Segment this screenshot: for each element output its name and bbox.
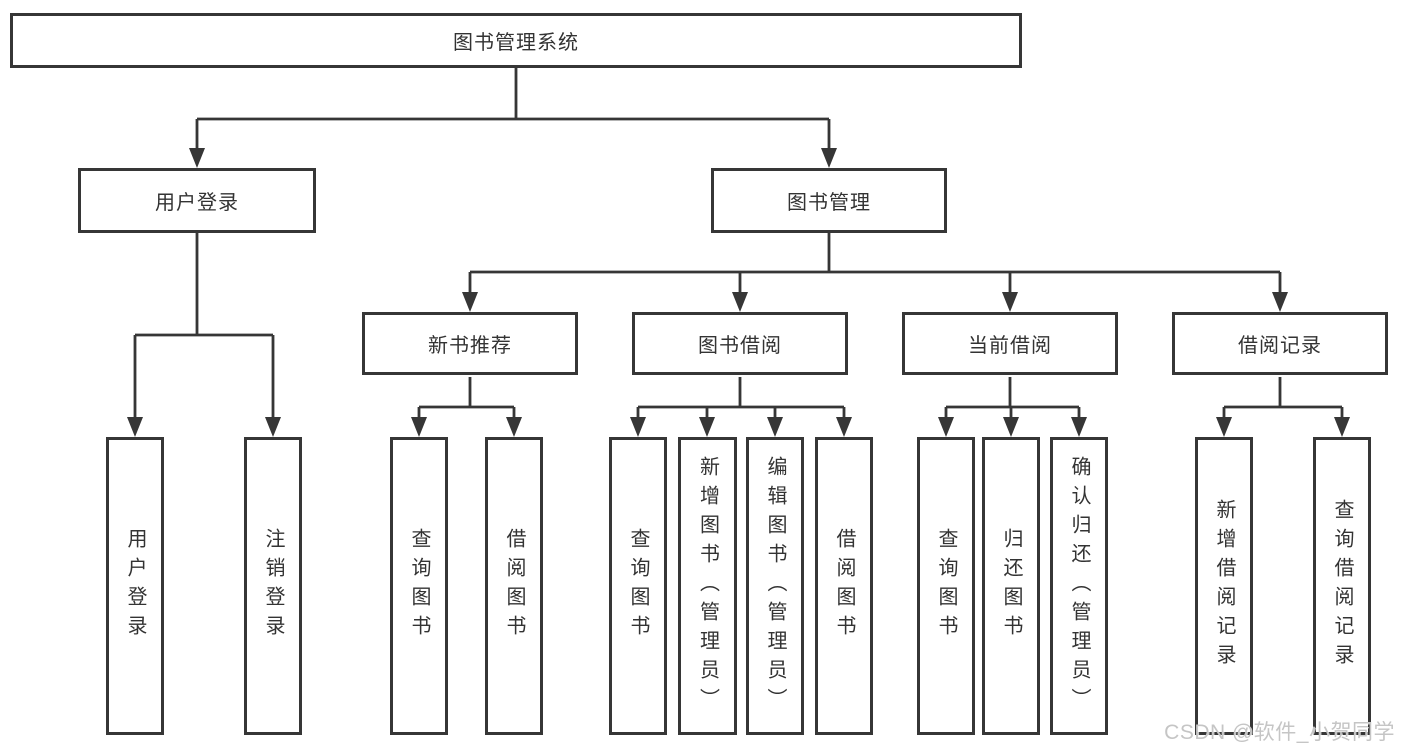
leaf-add-borrow-record: 新增借阅记录 <box>1195 437 1253 735</box>
node-book-borrowing: 图书借阅 <box>632 312 848 375</box>
arrowhead-icon <box>506 417 522 437</box>
arrowhead-icon <box>630 417 646 437</box>
leaf-label: 查询图书 <box>408 528 430 644</box>
node-label: 当前借阅 <box>968 335 1052 357</box>
leaf-label: 确认归还（管理员） <box>1068 455 1090 717</box>
leaf-query-books: 查询图书 <box>390 437 448 735</box>
leaf-label: 借阅图书 <box>833 528 855 644</box>
edge-mgmt-to-level3 <box>468 233 1282 295</box>
leaf-label: 查询图书 <box>935 528 957 644</box>
leaf-label: 用户登录 <box>124 528 146 644</box>
csdn-watermark: CSDN @软件_小贺同学 <box>1164 721 1395 744</box>
leaf-label: 查询图书 <box>627 528 649 644</box>
leaf-add-books-admin: 新增图书（管理员） <box>678 437 737 735</box>
leaf-label: 编辑图书（管理员） <box>764 455 786 717</box>
arrowheads <box>127 148 1350 437</box>
arrowhead-icon <box>1334 417 1350 437</box>
leaf-query-books: 查询图书 <box>609 437 667 735</box>
arrowhead-icon <box>732 292 748 312</box>
node-new-book-recommend: 新书推荐 <box>362 312 578 375</box>
node-label: 图书管理系统 <box>453 32 579 54</box>
leaf-return-books: 归还图书 <box>982 437 1040 735</box>
leaf-borrow-books: 借阅图书 <box>485 437 543 735</box>
node-current-borrowing: 当前借阅 <box>902 312 1118 375</box>
leaf-user-login: 用户登录 <box>106 437 164 735</box>
node-system-root: 图书管理系统 <box>10 13 1022 68</box>
leaf-label: 借阅图书 <box>503 528 525 644</box>
leaf-query-borrow-record: 查询借阅记录 <box>1313 437 1371 735</box>
arrowhead-icon <box>821 148 837 168</box>
leaf-logout: 注销登录 <box>244 437 302 735</box>
leaf-query-books: 查询图书 <box>917 437 975 735</box>
node-label: 用户登录 <box>155 192 239 214</box>
arrowhead-icon <box>767 417 783 437</box>
edge-current-to-leaves <box>944 377 1081 420</box>
arrowhead-icon <box>265 417 281 437</box>
arrowhead-icon <box>836 417 852 437</box>
edge-records-to-leaves <box>1222 377 1344 420</box>
leaf-confirm-return-admin: 确认归还（管理员） <box>1050 437 1108 735</box>
edge-login-to-leaves <box>133 233 275 420</box>
arrowhead-icon <box>1003 417 1019 437</box>
arrowhead-icon <box>1071 417 1087 437</box>
arrowhead-icon <box>411 417 427 437</box>
arrowhead-icon <box>1272 292 1288 312</box>
node-borrowing-records: 借阅记录 <box>1172 312 1388 375</box>
leaf-label: 归还图书 <box>1000 528 1022 644</box>
node-label: 图书借阅 <box>698 335 782 357</box>
leaf-label: 新增借阅记录 <box>1213 499 1235 673</box>
arrowhead-icon <box>938 417 954 437</box>
edge-borrow-to-leaves <box>636 377 846 420</box>
node-book-management: 图书管理 <box>711 168 947 233</box>
leaf-label: 注销登录 <box>262 528 284 644</box>
node-label: 新书推荐 <box>428 335 512 357</box>
arrowhead-icon <box>1002 292 1018 312</box>
arrowhead-icon <box>127 417 143 437</box>
node-label: 借阅记录 <box>1238 335 1322 357</box>
leaf-label: 查询借阅记录 <box>1331 499 1353 673</box>
arrowhead-icon <box>1216 417 1232 437</box>
arrowhead-icon <box>699 417 715 437</box>
arrowhead-icon <box>189 148 205 168</box>
edge-recommend-to-leaves <box>417 377 516 420</box>
edge-root-to-level2 <box>195 67 831 150</box>
leaf-edit-books-admin: 编辑图书（管理员） <box>746 437 804 735</box>
arrowhead-icon <box>462 292 478 312</box>
node-label: 图书管理 <box>787 192 871 214</box>
leaf-label: 新增图书（管理员） <box>696 455 719 717</box>
leaf-borrow-books: 借阅图书 <box>815 437 873 735</box>
node-user-login: 用户登录 <box>78 168 316 233</box>
